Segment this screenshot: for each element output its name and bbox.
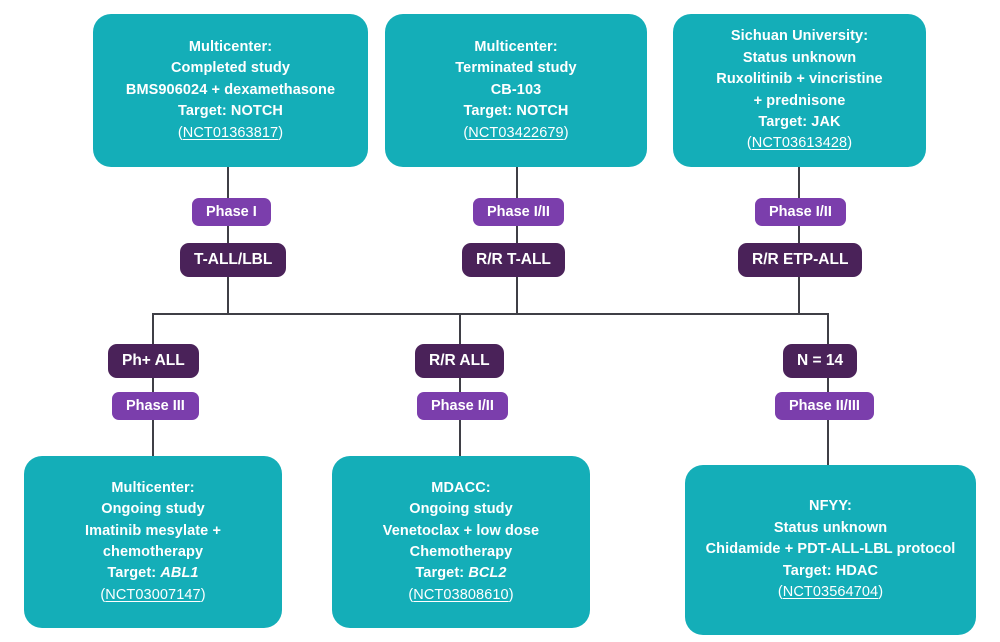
disease-badge-lower-col2[interactable]: R/R ALL: [415, 344, 504, 378]
study-target: Target: NOTCH: [463, 103, 569, 120]
phase-badge-col1[interactable]: Phase I: [192, 198, 271, 226]
study-box-bottom-2-text: MDACC: Ongoing study Venetoclax + low do…: [342, 478, 580, 607]
study-status: Ongoing study: [101, 501, 205, 518]
nct-id: NCT03613428: [751, 135, 848, 152]
study-status: Status unknown: [773, 519, 888, 536]
study-status: Ongoing study: [409, 501, 513, 518]
disease-badge-label: R/R ALL: [429, 352, 490, 369]
study-status: Completed study: [170, 60, 291, 77]
disease-badge-lower-col3[interactable]: N = 14: [783, 344, 858, 378]
disease-badge-col2[interactable]: R/R T-ALL: [462, 243, 565, 277]
study-treatment-cont: chemotherapy: [102, 544, 204, 560]
study-treatment-cont: + prednisone: [753, 92, 846, 109]
study-nct-link[interactable]: (NCT03808610): [408, 586, 514, 603]
study-treatment-cont: Chemotherapy: [409, 544, 513, 560]
study-box-bottom-2[interactable]: MDACC: Ongoing study Venetoclax + low do…: [332, 456, 590, 628]
study-sponsor: NFYY:: [809, 498, 852, 515]
study-box-top-1[interactable]: Multicenter: Completed study BMS906024 +…: [93, 14, 368, 167]
study-box-bottom-3[interactable]: NFYY: Status unknown Chidamide + PDT-ALL…: [685, 465, 976, 635]
nct-id: NCT03422679: [468, 124, 564, 141]
study-box-bottom-3-text: NFYY: Status unknown Chidamide + PDT-ALL…: [695, 496, 966, 603]
phase-badge-label: Phase I/II: [769, 204, 832, 220]
nct-id: NCT03007147: [105, 586, 201, 603]
phase-badge-lower-col2[interactable]: Phase I/II: [417, 392, 508, 420]
study-sponsor: Multicenter:: [111, 479, 195, 496]
connector-line-drop-middle: [459, 313, 461, 345]
target-prefix: Target:: [415, 565, 469, 582]
disease-badge-label: R/R ETP-ALL: [752, 251, 849, 268]
study-box-top-2[interactable]: Multicenter: Terminated study CB-103 Tar…: [385, 14, 647, 167]
target-prefix: Target:: [107, 565, 161, 582]
disease-badge-label: N = 14: [797, 352, 844, 369]
study-treatment: BMS906024 + dexamethasone: [125, 81, 336, 98]
connector-line-drop-left: [152, 313, 154, 345]
study-treatment: CB-103: [490, 81, 542, 98]
connector-line-col3-top: [798, 167, 800, 313]
phase-badge-lower-col1[interactable]: Phase III: [112, 392, 199, 420]
study-target: Target: JAK: [758, 113, 841, 130]
study-sponsor: MDACC:: [431, 479, 491, 496]
study-target: Target: ABL1: [107, 565, 198, 581]
study-treatment: Ruxolitinib + vincristine: [716, 71, 883, 88]
study-box-top-3[interactable]: Sichuan University: Status unknown Ruxol…: [673, 14, 926, 167]
study-target: Target: BCL2: [415, 565, 506, 581]
study-nct-link[interactable]: (NCT01363817): [177, 124, 284, 141]
disease-badge-label: Ph+ ALL: [122, 352, 185, 369]
study-sponsor: Sichuan University:: [730, 28, 869, 45]
connector-bus-horizontal: [152, 313, 829, 315]
disease-badge-label: T-ALL/LBL: [194, 251, 273, 268]
study-nct-link[interactable]: (NCT03007147): [100, 586, 206, 603]
target-gene: ABL1: [160, 565, 199, 582]
target-gene: BCL2: [468, 565, 507, 582]
study-box-top-3-text: Sichuan University: Status unknown Ruxol…: [683, 26, 916, 155]
study-box-bottom-1-text: Multicenter: Ongoing study Imatinib mesy…: [34, 478, 272, 607]
study-treatment: Imatinib mesylate +: [84, 522, 222, 539]
phase-badge-label: Phase II/III: [789, 398, 860, 414]
phase-badge-label: Phase I/II: [487, 204, 550, 220]
connector-line-col2-top: [516, 167, 518, 313]
connector-line-col1-top: [227, 167, 229, 313]
study-nct-link[interactable]: (NCT03422679): [463, 124, 569, 141]
study-treatment: Chidamide + PDT-ALL-LBL protocol: [705, 541, 956, 558]
disease-badge-col3[interactable]: R/R ETP-ALL: [738, 243, 863, 277]
connector-line-drop-right: [827, 313, 829, 345]
study-nct-link[interactable]: (NCT03564704): [777, 584, 884, 601]
nct-id: NCT01363817: [182, 124, 279, 141]
study-nct-link[interactable]: (NCT03613428): [746, 135, 853, 152]
nct-id: NCT03564704: [782, 584, 879, 601]
phase-badge-label: Phase I: [206, 204, 257, 220]
study-sponsor: Multicenter:: [188, 38, 273, 55]
study-box-top-1-text: Multicenter: Completed study BMS906024 +…: [103, 37, 358, 144]
phase-badge-label: Phase I/II: [431, 398, 494, 414]
disease-badge-label: R/R T-ALL: [476, 251, 551, 268]
phase-badge-label: Phase III: [126, 398, 185, 414]
study-box-top-2-text: Multicenter: Terminated study CB-103 Tar…: [395, 37, 637, 144]
study-target: Target: NOTCH: [178, 103, 283, 120]
phase-badge-lower-col3[interactable]: Phase II/III: [775, 392, 874, 420]
study-status: Status unknown: [742, 49, 857, 66]
nct-id: NCT03808610: [413, 586, 509, 603]
study-box-bottom-1[interactable]: Multicenter: Ongoing study Imatinib mesy…: [24, 456, 282, 628]
phase-badge-col3[interactable]: Phase I/II: [755, 198, 846, 226]
disease-badge-lower-col1[interactable]: Ph+ ALL: [108, 344, 199, 378]
study-treatment: Venetoclax + low dose: [382, 522, 540, 539]
study-status: Terminated study: [455, 60, 577, 77]
phase-badge-col2[interactable]: Phase I/II: [473, 198, 564, 226]
study-sponsor: Multicenter:: [474, 38, 558, 55]
disease-badge-col1[interactable]: T-ALL/LBL: [180, 243, 287, 277]
study-target: Target: HDAC: [782, 562, 879, 579]
